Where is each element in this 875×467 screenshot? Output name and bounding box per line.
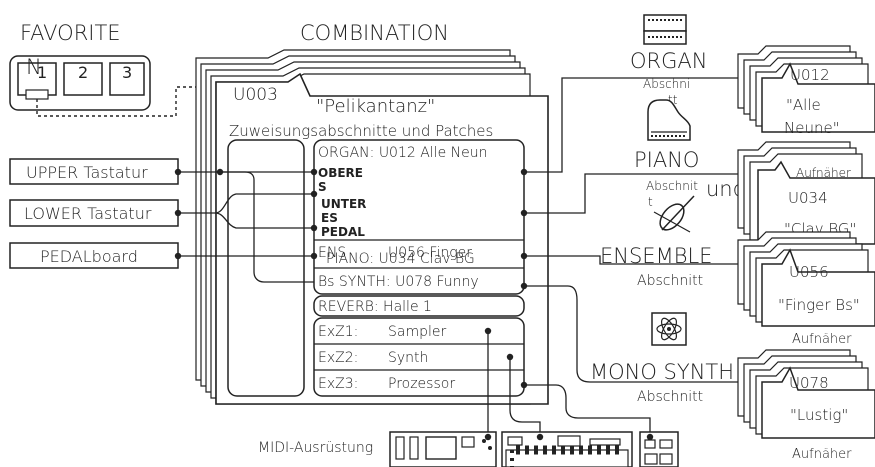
combination-title: COMBINATION	[300, 21, 449, 45]
combination-subtitle: Zuweisungsabschnitte und Patches	[229, 122, 493, 140]
exz1-label: ExZ1:	[318, 324, 358, 340]
patch-card-stack-ensemble	[737, 231, 875, 327]
selected-slot-marker	[25, 89, 49, 100]
piano-section-name: PIANO	[634, 148, 699, 172]
patch-card-stack-mono	[737, 349, 875, 439]
patch-piano-top-label: Aufnäher	[796, 166, 851, 180]
reverb-assignment: REVERB: Halle 1	[318, 299, 432, 315]
patch-ensemble-bottom-label: Aufnäher	[792, 332, 852, 347]
upper-manual-label-2: S	[318, 180, 327, 194]
lower-keyboard-label: LOWER Tastatur	[24, 204, 152, 223]
patch-piano-number: U034	[788, 189, 828, 207]
lower-manual-label: UNTER	[321, 197, 366, 211]
midi-routing	[484, 327, 651, 437]
reverb-row	[313, 295, 525, 317]
patch-organ-name-2: Neune"	[784, 119, 840, 137]
lower-keyboard-input[interactable]	[9, 199, 179, 227]
exz3-value: Prozessor	[388, 376, 455, 392]
input-routing	[174, 168, 318, 283]
upper-keyboard-label: UPPER Tastatur	[26, 163, 148, 182]
sampler-device-icon	[389, 431, 497, 467]
processor-device-icon	[639, 431, 679, 467]
organ-assignment: ORGAN: U012 Alle Neun	[318, 145, 487, 161]
pedalboard-label: PEDALboard	[40, 247, 138, 266]
assignment-block	[313, 139, 525, 295]
piano-icon	[647, 99, 691, 141]
favorite-corner-letter: N	[26, 55, 42, 79]
combination-number: U003	[233, 85, 278, 105]
favorite-slot-2-label: 2	[78, 63, 88, 82]
patch-organ-name: "Alle	[786, 96, 821, 114]
piano-assignment: PIANO: U034 Clav BG	[326, 251, 475, 267]
patch-organ-number: U012	[790, 66, 830, 84]
manual-assignment-column	[227, 139, 305, 397]
ensemble-section-label: Abschnitt	[637, 273, 703, 289]
synth-assignment: Bs SYNTH: U078 Funny	[318, 274, 479, 290]
patch-mono-name: "Lustig"	[790, 406, 848, 424]
patch-mono-number: U078	[789, 374, 829, 392]
midi-equipment-label: MIDI-Ausrüstung	[258, 440, 373, 456]
ensemble-assignment: ENS	[318, 245, 346, 261]
lower-manual-label-2: ES	[321, 211, 338, 225]
exz2-label: ExZ2:	[318, 350, 358, 366]
organ-icon	[643, 14, 687, 45]
patch-ensemble-name: "Finger Bs"	[778, 296, 860, 314]
exz2-value: Synth	[388, 350, 428, 366]
favorite-link	[36, 86, 232, 117]
combination-name: "Pelikantanz"	[316, 96, 435, 117]
pedalboard-input[interactable]	[9, 242, 179, 269]
patch-ensemble-number: U056	[789, 263, 829, 281]
external-zones	[313, 317, 525, 397]
ensemble-assignment-overlap: U056 Finger	[388, 245, 472, 261]
piano-section-label: Abschnit	[646, 179, 698, 193]
favorite-slot-3[interactable]	[109, 62, 145, 96]
pedal-manual-label: PEDAL	[321, 225, 365, 239]
piano-section-label-2: t	[648, 195, 653, 209]
patch-card-stack-organ	[737, 45, 875, 133]
organ-section-label: Abschni	[643, 77, 690, 91]
organ-section-name: ORGAN	[630, 49, 707, 73]
violin-icon	[653, 195, 695, 233]
mono-synth-section-label: Abschnitt	[637, 389, 703, 405]
exz3-label: ExZ3:	[318, 376, 358, 392]
upper-keyboard-input[interactable]	[9, 158, 179, 185]
upper-manual-label: OBERE	[318, 166, 363, 180]
organ-section-label-2: tt	[668, 93, 678, 107]
mono-synth-icon	[651, 312, 687, 346]
synth-keyboard-icon	[501, 431, 633, 467]
exz1-value: Sampler	[388, 324, 446, 340]
favorite-slot-1-label: 1	[37, 63, 47, 82]
favorite-title: FAVORITE	[20, 21, 121, 45]
patch-mono-bottom-label: Aufnäher	[792, 447, 852, 462]
favorite-panel: N 1 2 3	[9, 55, 151, 111]
favorite-slot-3-label: 3	[122, 63, 132, 82]
ensemble-section-name: ENSEMBLE	[600, 244, 712, 268]
favorite-slot-2[interactable]	[63, 62, 103, 96]
mono-synth-section-name: MONO SYNTH	[590, 360, 734, 384]
